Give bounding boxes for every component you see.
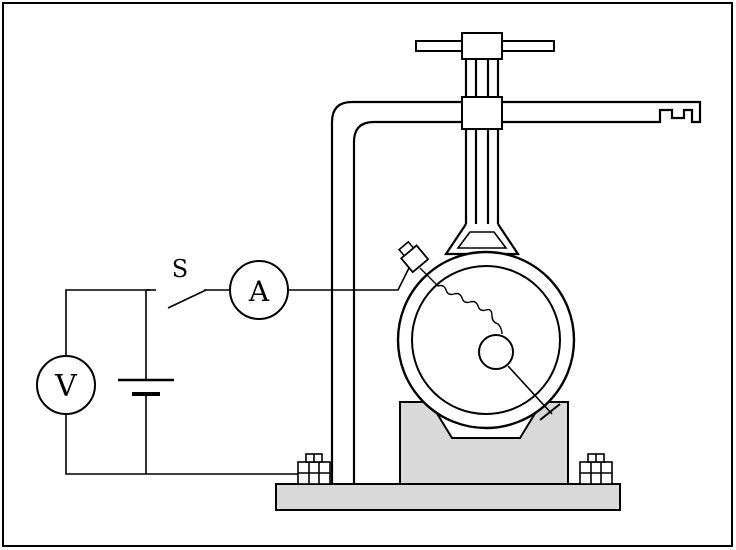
wire-top-left [65, 289, 150, 356]
ammeter-circle [229, 260, 289, 320]
wire-ammeter-apparatus [288, 261, 413, 291]
center-pin [478, 334, 514, 370]
support-stand [330, 40, 702, 484]
coil-spring [419, 267, 503, 335]
electrode-terminal [397, 240, 430, 274]
wire-bottom [65, 414, 332, 475]
switch-label: S [172, 255, 188, 283]
clamp-yoke-inner [456, 231, 508, 249]
t-handle-hub[interactable] [461, 32, 503, 60]
ammeter-label: A [248, 275, 270, 308]
l-arm [330, 100, 702, 484]
circuit [65, 261, 413, 475]
switch-blade [167, 289, 207, 309]
screw-collar [461, 96, 503, 130]
base-plate [275, 483, 621, 511]
bolt-left [297, 453, 331, 485]
bolt-right [579, 453, 613, 485]
diagonal-rod [507, 365, 553, 415]
voltmeter-circle [36, 355, 96, 415]
voltmeter-label: V [54, 369, 78, 404]
rod-end-mark [539, 403, 561, 421]
